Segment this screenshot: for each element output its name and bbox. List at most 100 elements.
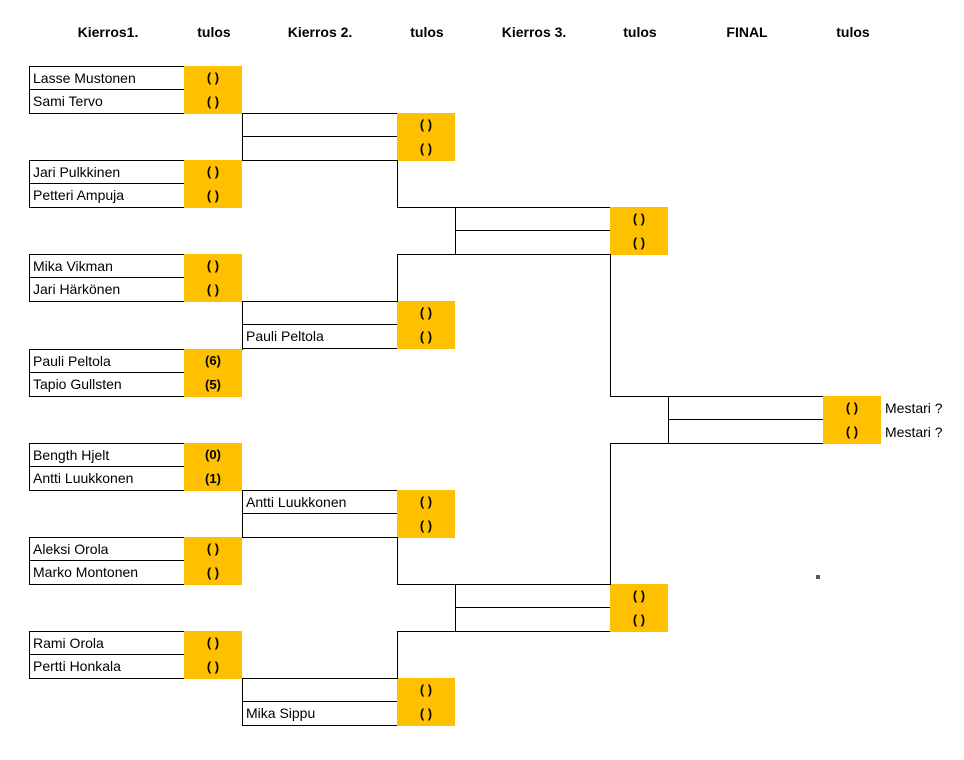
round1-match-6-score-a[interactable]: ( ) [184, 537, 242, 561]
round1-match-7-score-b[interactable]: ( ) [184, 655, 242, 679]
player-name: Bength Hjelt [33, 447, 110, 463]
round1-match-6-player-b[interactable]: Marko Montonen [29, 561, 185, 585]
round2-match-1-player-b[interactable] [242, 137, 398, 161]
round1-match-6-score-b[interactable]: ( ) [184, 561, 242, 585]
round3-match-2-player-a[interactable] [455, 584, 611, 608]
connector-line [397, 584, 455, 585]
player-name: Lasse Mustonen [33, 70, 136, 86]
round1-match-6-player-a[interactable]: Aleksi Orola [29, 537, 185, 561]
connector-line [242, 490, 243, 538]
round1-match-2-score-a[interactable]: ( ) [184, 160, 242, 184]
player-name: Jari Pulkkinen [33, 164, 121, 180]
column-header: tulos [836, 24, 870, 40]
round2-match-4-score-b[interactable]: ( ) [397, 702, 455, 726]
round1-match-7-player-b[interactable]: Pertti Honkala [29, 655, 185, 679]
connector-line [668, 396, 669, 444]
player-name: Pauli Peltola [246, 328, 324, 344]
round1-match-4-player-b[interactable]: Tapio Gullsten [29, 373, 185, 397]
round2-match-2-score-a[interactable]: ( ) [397, 301, 455, 325]
round1-match-1-player-a[interactable]: Lasse Mustonen [29, 66, 185, 90]
round1-match-3-player-b[interactable]: Jari Härkönen [29, 278, 185, 302]
round2-match-2-player-b[interactable]: Pauli Peltola [242, 325, 398, 349]
stray-mark [816, 575, 820, 579]
round1-match-3-score-b[interactable]: ( ) [184, 278, 242, 302]
connector-line [242, 678, 243, 726]
connector-line [610, 443, 611, 585]
round1-match-2-score-b[interactable]: ( ) [184, 184, 242, 208]
round1-match-1-score-a[interactable]: ( ) [184, 66, 242, 90]
connector-line [610, 396, 668, 397]
player-name: Mika Sippu [246, 705, 316, 721]
round1-match-4-score-b[interactable]: (5) [184, 373, 242, 397]
player-name: Tapio Gullsten [33, 376, 122, 392]
column-header: tulos [623, 24, 657, 40]
column-header: Kierros 3. [501, 24, 567, 40]
round3-match-2-player-b[interactable] [455, 608, 611, 632]
final-match-1-player-b[interactable] [668, 420, 824, 444]
connector-line [397, 537, 398, 585]
round1-match-2-player-b[interactable]: Petteri Ampuja [29, 184, 185, 208]
round1-match-2-player-a[interactable]: Jari Pulkkinen [29, 160, 185, 184]
column-header: Kierros 2. [287, 24, 353, 40]
player-name: Antti Luukkonen [246, 494, 347, 510]
round1-match-5-score-a[interactable]: (0) [184, 443, 242, 467]
round3-match-2-score-b[interactable]: ( ) [610, 608, 668, 632]
round1-match-1-score-b[interactable]: ( ) [184, 90, 242, 114]
round2-match-3-player-a[interactable]: Antti Luukkonen [242, 490, 398, 514]
connector-line [397, 631, 398, 679]
round2-match-1-player-a[interactable] [242, 113, 398, 137]
round1-match-4-player-a[interactable]: Pauli Peltola [29, 349, 185, 373]
connector-line [397, 254, 455, 255]
player-name: Jari Härkönen [33, 281, 121, 297]
column-header: FINAL [726, 24, 768, 40]
champion-label: Mestari ? [885, 424, 943, 440]
round2-match-2-player-a[interactable] [242, 301, 398, 325]
player-name: Pertti Honkala [33, 658, 121, 674]
column-header: tulos [197, 24, 231, 40]
round1-match-5-score-b[interactable]: (1) [184, 467, 242, 491]
round1-match-7-player-a[interactable]: Rami Orola [29, 631, 185, 655]
round1-match-5-player-a[interactable]: Bength Hjelt [29, 443, 185, 467]
round2-match-3-score-a[interactable]: ( ) [397, 490, 455, 514]
final-match-1-score-b[interactable]: ( ) [823, 420, 881, 444]
round1-match-1-player-b[interactable]: Sami Tervo [29, 90, 185, 114]
connector-line [610, 443, 668, 444]
round1-match-5-player-b[interactable]: Antti Luukkonen [29, 467, 185, 491]
final-match-1-player-a[interactable] [668, 396, 824, 420]
player-name: Antti Luukkonen [33, 470, 134, 486]
column-header: tulos [410, 24, 444, 40]
connector-line [242, 113, 243, 161]
round1-match-3-score-a[interactable]: ( ) [184, 254, 242, 278]
round3-match-1-player-a[interactable] [455, 207, 611, 231]
player-name: Pauli Peltola [33, 353, 111, 369]
player-name: Sami Tervo [33, 93, 103, 109]
round2-match-1-score-a[interactable]: ( ) [397, 113, 455, 137]
round2-match-3-score-b[interactable]: ( ) [397, 514, 455, 538]
final-match-1-score-a[interactable]: ( ) [823, 396, 881, 420]
round1-match-7-score-a[interactable]: ( ) [184, 631, 242, 655]
round3-match-2-score-a[interactable]: ( ) [610, 584, 668, 608]
round2-match-4-player-a[interactable] [242, 678, 398, 702]
round1-match-3-player-a[interactable]: Mika Vikman [29, 254, 185, 278]
round3-match-1-player-b[interactable] [455, 231, 611, 255]
connector-line [610, 254, 611, 397]
player-name: Petteri Ampuja [33, 187, 125, 203]
round2-match-4-score-a[interactable]: ( ) [397, 678, 455, 702]
round2-match-2-score-b[interactable]: ( ) [397, 325, 455, 349]
column-header: Kierros1. [77, 24, 139, 40]
round2-match-3-player-b[interactable] [242, 514, 398, 538]
round1-match-4-score-a[interactable]: (6) [184, 349, 242, 373]
connector-line [397, 631, 455, 632]
round2-match-1-score-b[interactable]: ( ) [397, 137, 455, 161]
champion-label: Mestari ? [885, 400, 943, 416]
connector-line [397, 160, 398, 208]
round3-match-1-score-a[interactable]: ( ) [610, 207, 668, 231]
connector-line [242, 301, 243, 350]
player-name: Rami Orola [33, 635, 104, 651]
connector-line [397, 207, 455, 208]
round3-match-1-score-b[interactable]: ( ) [610, 231, 668, 255]
connector-line [397, 254, 398, 302]
round2-match-4-player-b[interactable]: Mika Sippu [242, 702, 398, 726]
player-name: Marko Montonen [33, 564, 139, 580]
